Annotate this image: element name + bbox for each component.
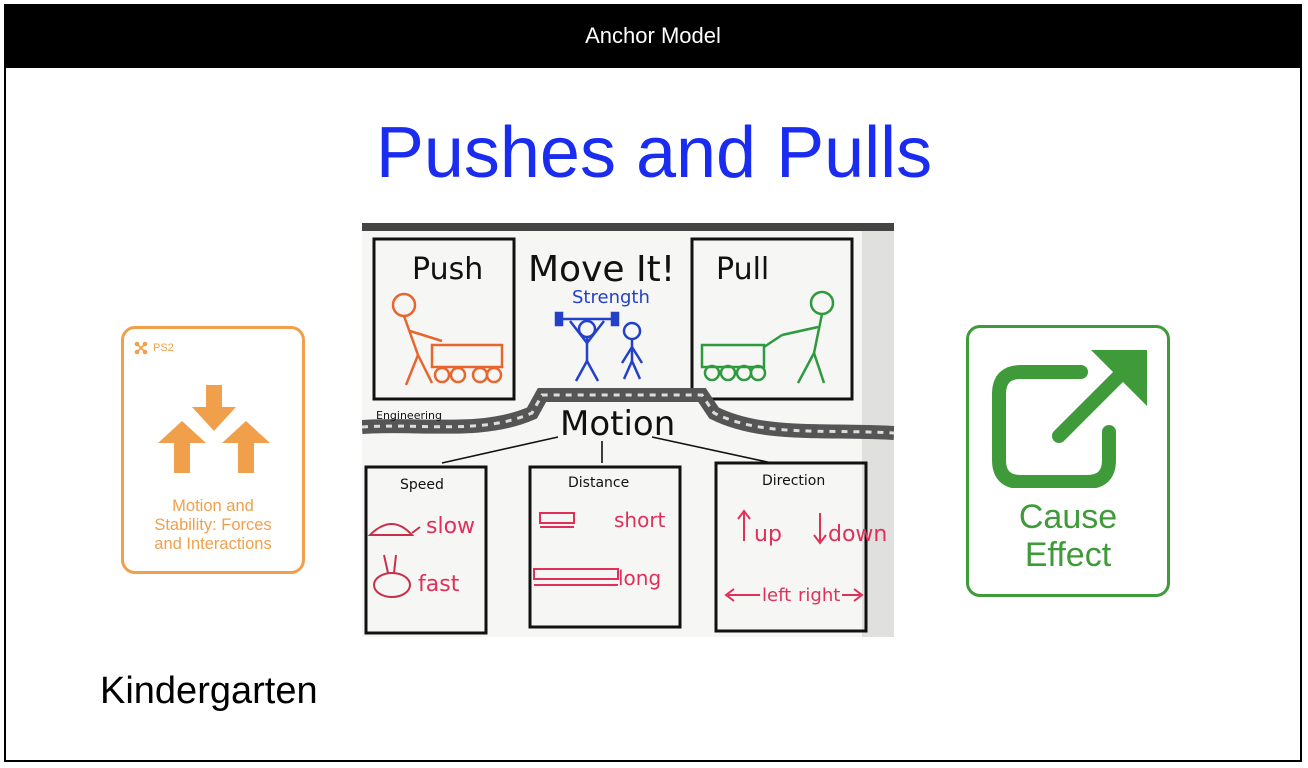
molecule-icon [134, 341, 148, 355]
direction-up: up [754, 522, 782, 547]
ccc-label-line: Cause [1018, 498, 1118, 536]
header-bar: Anchor Model [4, 4, 1302, 68]
push-figure-icon [391, 292, 504, 386]
push-box [372, 237, 516, 401]
dci-code: PS2 [134, 341, 174, 355]
direction-box [714, 461, 868, 633]
dci-label-line: Stability: Forces [154, 516, 272, 534]
direction-left: left [762, 585, 791, 606]
rabbit-icon [373, 554, 411, 598]
ccc-card: Cause Effect [966, 325, 1170, 597]
up-arrow-icon [737, 509, 751, 541]
strength-figures-icon [554, 311, 644, 382]
speed-fast: fast [418, 572, 460, 597]
distance-long: long [618, 566, 661, 590]
header-title: Anchor Model [585, 23, 721, 48]
external-link-arrow-icon [992, 350, 1147, 488]
pull-figure-icon [700, 290, 835, 384]
speed-title: Speed [400, 477, 444, 493]
push-label: Push [412, 252, 483, 287]
dci-label-line: and Interactions [154, 535, 272, 553]
turtle-icon [367, 523, 421, 536]
chart-heading: Move It! [528, 249, 675, 290]
pull-box [690, 237, 854, 401]
grade-level: Kindergarten [100, 670, 318, 712]
ccc-label-line: Effect [1024, 536, 1112, 574]
speed-slow: slow [426, 514, 475, 539]
direction-title: Direction [762, 473, 825, 489]
left-arrow-icon [724, 588, 760, 602]
dci-code-text: PS2 [153, 342, 174, 354]
slide-title: Pushes and Pulls [375, 113, 933, 193]
speed-box [364, 465, 488, 635]
distance-title: Distance [568, 475, 629, 491]
anchor-chart-drawing: Push Move It! Strength [362, 223, 894, 637]
distance-short: short [614, 508, 666, 532]
pull-label: Pull [716, 252, 769, 287]
direction-right: right [798, 585, 840, 606]
direction-down: down [828, 522, 887, 547]
strength-label: Strength [572, 287, 650, 308]
converging-arrows-icon [158, 385, 270, 473]
ccc-label: Cause Effect [969, 498, 1167, 574]
engineering-label: Engineering [376, 409, 442, 422]
dci-card: PS2 Motion and Stability: Forces and Int… [121, 326, 305, 574]
long-measure-icon [533, 568, 619, 586]
anchor-chart-photo: Push Move It! Strength [362, 223, 894, 637]
dci-label-line: Motion and [172, 497, 254, 515]
distance-box [528, 465, 682, 629]
down-arrow-icon [813, 513, 827, 545]
right-arrow-icon [842, 588, 864, 602]
short-measure-icon [539, 512, 575, 528]
dci-label: Motion and Stability: Forces and Interac… [124, 497, 302, 554]
